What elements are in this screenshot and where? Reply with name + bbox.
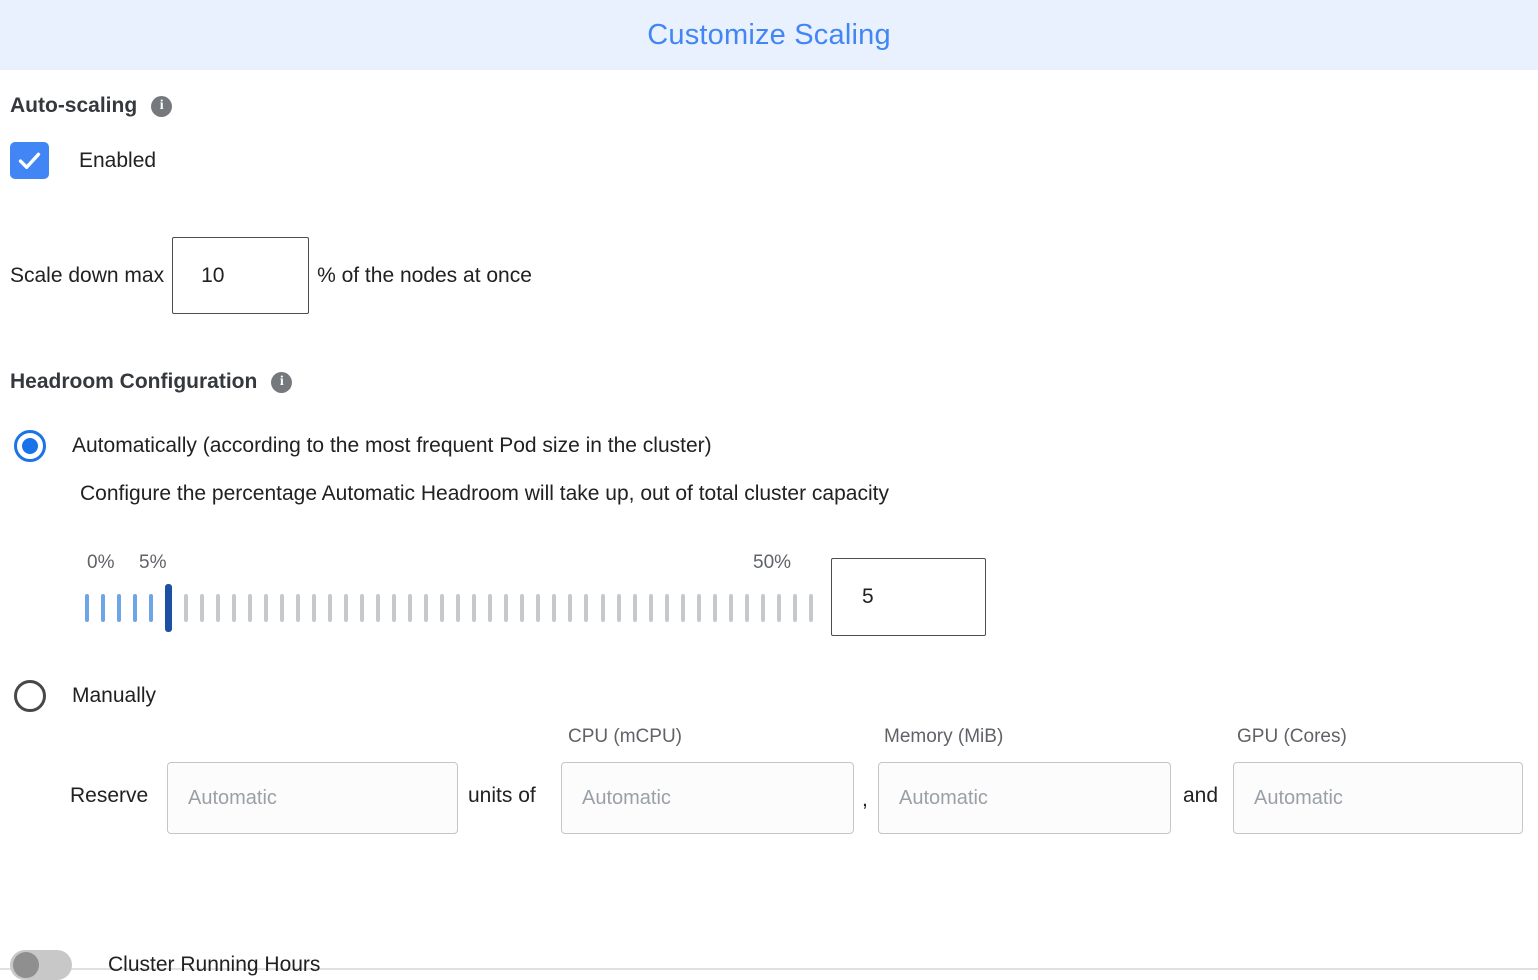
reserve-units-input[interactable] (167, 762, 458, 834)
slider-tick (264, 594, 269, 622)
slider-current-label: 5% (139, 552, 167, 573)
slider-tick (328, 594, 333, 622)
auto-scaling-enabled-row: Enabled (10, 142, 1538, 179)
slider-tick (568, 594, 573, 622)
reserve-cpu-input[interactable] (561, 762, 854, 834)
slider-tick (680, 594, 685, 622)
slider-tick (472, 594, 477, 622)
headroom-slider: 0% 5% 50% (85, 552, 813, 634)
slider-tick (376, 594, 381, 622)
reserve-memory-input[interactable] (878, 762, 1171, 834)
slider-tick (360, 594, 365, 622)
slider-tick (504, 594, 509, 622)
memory-column-header: Memory (MiB) (884, 726, 1004, 747)
slider-tick (232, 594, 237, 622)
headroom-section: Headroom Configuration (10, 370, 1538, 394)
slider-tick (149, 594, 154, 622)
slider-tick (776, 594, 781, 622)
slider-tick (600, 594, 605, 622)
automatic-label: Automatically (according to the most fre… (72, 434, 712, 457)
slider-tick (552, 594, 557, 622)
reserve-gpu-input[interactable] (1233, 762, 1523, 834)
slider-tick (456, 594, 461, 622)
auto-scaling-label: Auto-scaling (10, 94, 138, 117)
auto-scaling-enabled-checkbox[interactable] (10, 142, 49, 179)
cluster-running-hours-toggle[interactable] (10, 950, 72, 980)
slider-tick (392, 594, 397, 622)
slider-tick (85, 594, 89, 622)
automatic-radio[interactable] (14, 430, 46, 462)
slider-tick (248, 594, 253, 622)
slider-tick (424, 594, 429, 622)
slider-handle[interactable] (165, 584, 173, 632)
slider-tick (344, 594, 349, 622)
headroom-manual-option: Manually (14, 680, 1538, 712)
reserve-label: Reserve (70, 784, 149, 807)
panel-header: Customize Scaling (0, 0, 1538, 70)
headroom-slider-track[interactable] (85, 582, 813, 634)
comma-separator: , (862, 788, 868, 811)
slider-tick (312, 594, 317, 622)
slider-tick (200, 594, 205, 622)
slider-tick (520, 594, 525, 622)
slider-tick (184, 594, 189, 622)
and-label: and (1183, 784, 1219, 807)
manual-reserve-grid: CPU (mCPU) Memory (MiB) GPU (Cores) Rese… (10, 726, 1538, 852)
slider-max-label: 50% (753, 552, 792, 573)
headroom-label: Headroom Configuration (10, 370, 258, 393)
cpu-column-header: CPU (mCPU) (568, 726, 682, 747)
slider-tick (117, 594, 122, 622)
slider-tick (296, 594, 301, 622)
slider-tick (101, 594, 106, 622)
enabled-label: Enabled (79, 148, 157, 172)
gpu-column-header: GPU (Cores) (1237, 726, 1347, 747)
slider-min-label: 0% (87, 552, 115, 573)
units-of-label: units of (468, 784, 536, 807)
scale-down-row: Scale down max % of the nodes at once (10, 237, 1538, 314)
slider-tick (792, 594, 797, 622)
slider-labels: 0% 5% 50% (85, 552, 813, 578)
slider-tick (632, 594, 637, 622)
automatic-description: Configure the percentage Automatic Headr… (80, 482, 889, 505)
slider-tick (808, 594, 813, 622)
slider-tick (648, 594, 653, 622)
slider-tick (408, 594, 413, 622)
slider-tick (616, 594, 621, 622)
slider-tick (744, 594, 749, 622)
manually-label: Manually (72, 684, 157, 707)
slider-tick (488, 594, 493, 622)
slider-tick (536, 594, 541, 622)
auto-scaling-info-icon[interactable] (151, 95, 173, 117)
manually-radio[interactable] (14, 680, 46, 712)
toggle-knob-icon (13, 952, 39, 978)
headroom-info-icon[interactable] (271, 371, 293, 393)
checkmark-icon (18, 152, 41, 169)
scale-down-suffix: % of the nodes at once (317, 263, 532, 287)
cluster-running-hours-row: Cluster Running Hours (10, 950, 1538, 980)
slider-tick (760, 594, 765, 622)
slider-tick (664, 594, 669, 622)
scale-down-label: Scale down max (10, 263, 165, 287)
page-title: Customize Scaling (647, 18, 891, 51)
slider-tick (584, 594, 589, 622)
slider-tick (280, 594, 285, 622)
slider-tick (712, 594, 717, 622)
slider-tick (133, 594, 138, 622)
slider-tick (728, 594, 733, 622)
cluster-running-hours-label: Cluster Running Hours (108, 953, 321, 976)
headroom-slider-area: 0% 5% 50% (85, 552, 1538, 636)
scale-down-max-input[interactable] (172, 237, 310, 314)
slider-tick (696, 594, 701, 622)
auto-scaling-section: Auto-scaling (10, 94, 1538, 118)
slider-tick (216, 594, 221, 622)
slider-tick (440, 594, 445, 622)
headroom-percent-input[interactable] (831, 558, 986, 636)
headroom-automatic-option: Automatically (according to the most fre… (14, 430, 1538, 462)
